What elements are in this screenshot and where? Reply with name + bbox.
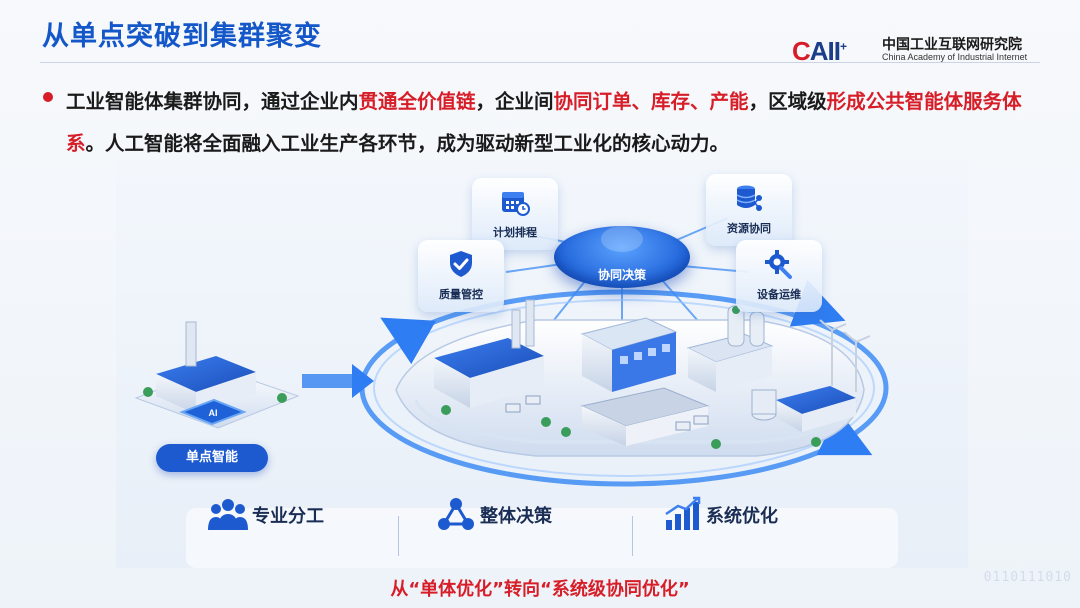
caii-logo-mark: CAII+ <box>792 36 847 66</box>
bottom-item-specialization: 专业分工 <box>208 496 368 530</box>
people-group-icon <box>208 499 248 530</box>
bar-chart-icon <box>665 496 701 530</box>
diagram-graphics: AI <box>134 217 898 568</box>
single-factory: AI <box>134 321 300 429</box>
node-label: 计划排程 <box>493 226 537 239</box>
node-plan-schedule: 计划排程 <box>472 178 558 250</box>
single-intelligence-label: 单点智能 <box>156 444 268 472</box>
bottom-label: 整体决策 <box>480 506 552 527</box>
bottom-divider <box>632 516 633 556</box>
bottom-strip <box>186 508 898 568</box>
highlight-orders-inventory: 协同订单、库存、产能 <box>553 90 749 113</box>
caii-logo: CAII+ 中国工业互联网研究院 China Academy of Indust… <box>792 34 1042 66</box>
bottom-item-system-optimization: 系统优化 <box>662 496 822 530</box>
node-label: 质量管控 <box>439 288 483 301</box>
cluster-buildings <box>434 299 871 449</box>
cluster-diagram: AI 计划排程 资源协同 <box>116 160 968 568</box>
bottom-divider <box>398 516 399 556</box>
bottom-label: 系统优化 <box>706 506 778 527</box>
hub-collaborative-decision <box>554 226 690 288</box>
highlight-public-service: 形成公共智能体服务体系 <box>66 90 1022 155</box>
shield-check-icon <box>450 251 472 277</box>
highlight-value-chain: 贯通全价值链 <box>358 90 476 113</box>
brain-chip-icon <box>601 226 643 252</box>
transition-arrow <box>302 364 374 398</box>
network-nodes-icon <box>438 498 474 530</box>
node-equipment-maintenance: 设备运维 <box>736 240 822 312</box>
hub-label: 协同决策 <box>597 268 646 282</box>
binary-watermark: 0110111010 <box>983 570 1072 585</box>
bottom-item-holistic-decision: 整体决策 <box>436 496 596 530</box>
ai-chip-label: AI <box>209 408 218 418</box>
page-title: 从单点突破到集群聚变 <box>42 21 322 52</box>
logo-chinese-name: 中国工业互联网研究院 <box>882 37 1022 53</box>
database-share-icon <box>736 185 762 211</box>
bottom-label: 专业分工 <box>252 506 324 527</box>
node-resource-sync: 资源协同 <box>706 174 792 246</box>
node-label: 设备运维 <box>757 288 801 301</box>
logo-english-name: China Academy of Industrial Internet <box>882 52 1028 62</box>
diagram-caption: 从“单体优化”转向“系统级协同优化” <box>390 579 690 600</box>
calendar-clock-icon <box>502 192 530 216</box>
node-label: 资源协同 <box>727 222 771 235</box>
bullet-dot-icon <box>43 92 53 102</box>
gear-wrench-icon <box>765 250 792 279</box>
title-divider <box>40 62 1040 63</box>
node-quality-control: 质量管控 <box>418 240 504 312</box>
bullet-paragraph: 工业智能体集群协同，通过企业内贯通全价值链，企业间协同订单、库存、产能，区域级形… <box>66 90 1022 155</box>
